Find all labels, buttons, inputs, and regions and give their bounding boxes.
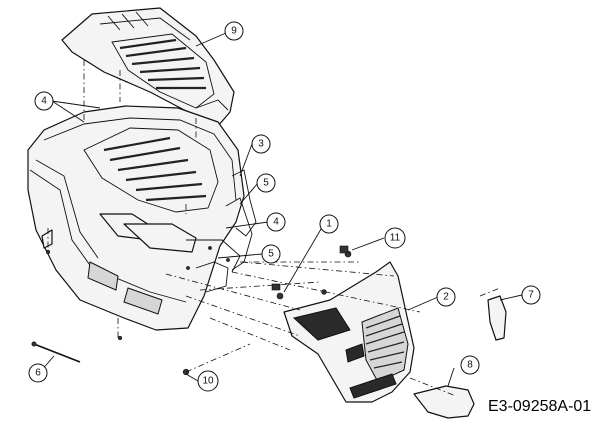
callout-2: 2	[436, 287, 456, 307]
callout-4-top-label: 4	[41, 96, 47, 107]
callout-7-label: 7	[528, 290, 534, 301]
callout-5-bottom: 5	[261, 244, 281, 264]
callout-10: 10	[197, 370, 219, 392]
headlight-lens-part	[413, 385, 475, 419]
callout-10-label: 10	[202, 376, 214, 387]
hood-cover-part	[61, 7, 235, 129]
main-hood-part	[27, 105, 245, 331]
callout-4-mid-label: 4	[273, 217, 279, 228]
callout-7: 7	[521, 285, 541, 305]
callout-11-label: 11	[390, 233, 401, 244]
callout-11: 11	[384, 227, 406, 249]
callout-5-bottom-label: 5	[268, 249, 274, 260]
callout-5-top-label: 5	[263, 178, 269, 189]
callout-3-label: 3	[258, 139, 264, 150]
callout-9-label: 9	[231, 26, 237, 37]
callout-6-label: 6	[35, 368, 41, 379]
callout-3: 3	[251, 134, 271, 154]
callout-5-top: 5	[256, 173, 276, 193]
callout-1-label: 1	[326, 219, 332, 230]
callout-8-label: 8	[467, 360, 473, 371]
bracket-part	[41, 229, 53, 249]
fasteners	[45, 245, 352, 376]
callout-4-mid: 4	[266, 212, 286, 232]
callout-1: 1	[319, 214, 339, 234]
callout-9: 9	[224, 21, 244, 41]
assembly-lines	[47, 60, 501, 397]
front-grille-part	[283, 261, 415, 403]
side-light-part	[487, 295, 507, 341]
leader-lines	[39, 32, 523, 387]
callout-2-label: 2	[443, 292, 449, 303]
drawing-code-label: E3-09258A-01	[488, 398, 592, 415]
callout-8: 8	[460, 355, 480, 375]
callout-4-top: 4	[34, 91, 54, 111]
support-rod-part	[31, 341, 81, 363]
callout-6: 6	[28, 363, 48, 383]
